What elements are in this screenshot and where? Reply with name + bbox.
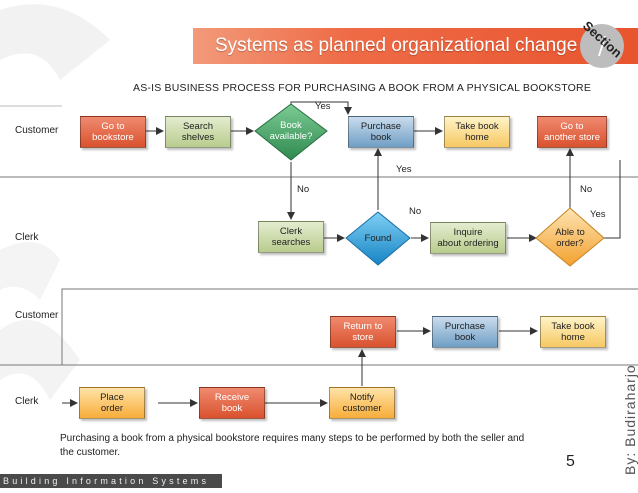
lane-label-clerk: Clerk [15, 232, 39, 243]
slide-title: Systems as planned organizational change [215, 35, 578, 56]
lane-label-customer: Customer [15, 310, 59, 321]
lane-label-clerk: Clerk [15, 396, 39, 407]
caption: Purchasing a book from a physical bookst… [60, 433, 525, 458]
flow-label-no: No [580, 184, 593, 195]
node-search-shelves: Search shelves [165, 116, 231, 148]
node-inquire-about-ordering: Inquire about ordering [430, 222, 506, 254]
diagram-subtitle: AS-IS BUSINESS PROCESS FOR PURCHASING A … [133, 82, 592, 94]
node-go-to-another-store: Go to another store [537, 116, 607, 148]
node-purchase-book: Purchase book [348, 116, 414, 148]
node-take-book-home-bottom: Take book home [540, 316, 606, 348]
node-notify-customer: Notify customer [329, 387, 395, 419]
node-able-to-order: Able to order? [555, 227, 585, 249]
decision-found [345, 211, 411, 266]
lane-label-customer: Customer [15, 125, 59, 136]
node-return-to-store: Return to store [330, 316, 396, 348]
author-credit: By: Budiraharjo [622, 364, 638, 475]
node-place-order: Place order [79, 387, 145, 419]
title-bar [193, 28, 638, 64]
swimlane-lines [0, 105, 638, 366]
decision-able-to-order [535, 207, 605, 267]
node-go-to-bookstore: Go to bookstore [80, 116, 146, 148]
node-receive-book: Receive book [199, 387, 265, 419]
flow-label-yes: Yes [590, 209, 606, 220]
page-number: 5 [566, 453, 575, 470]
flow-label-no: No [297, 184, 310, 195]
node-book-available: Book available? [269, 120, 313, 142]
decision-book-available [254, 103, 328, 161]
node-take-book-home: Take book home [444, 116, 510, 148]
footer-text: Building Information Systems [3, 476, 210, 486]
section-badge: / [580, 24, 624, 68]
flow-label-no: No [409, 206, 422, 217]
node-found: Found [364, 232, 392, 244]
footer-bar [0, 474, 222, 488]
flow-label-yes: Yes [396, 164, 412, 175]
flow-label-yes: Yes [315, 101, 331, 112]
node-purchase-book-bottom: Purchase book [432, 316, 498, 348]
node-clerk-searches: Clerk searches [258, 221, 324, 253]
